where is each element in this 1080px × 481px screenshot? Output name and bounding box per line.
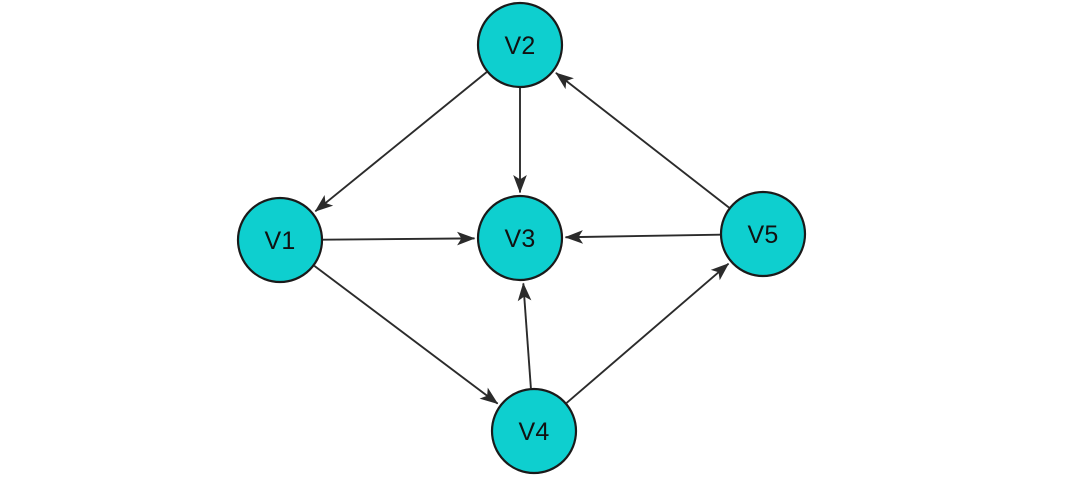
graph-edge-v2-to-v1 (314, 71, 488, 213)
graph-node-v5[interactable]: V5 (719, 190, 807, 278)
node-circle-v1[interactable] (236, 196, 324, 284)
graph-node-v2[interactable]: V2 (476, 1, 564, 89)
graph-node-v4[interactable]: V4 (490, 387, 578, 475)
node-circle-v2[interactable] (476, 1, 564, 89)
node-circle-v5[interactable] (719, 190, 807, 278)
node-circle-v4[interactable] (490, 387, 578, 475)
graph-edge-v4-to-v3 (517, 282, 532, 389)
graph-edge-v1-to-v3 (322, 231, 476, 246)
graph-node-v3[interactable]: V3 (476, 194, 564, 282)
graph-edge-v5-to-v3 (564, 230, 721, 244)
edges-layer (313, 71, 730, 405)
graph-node-v1[interactable]: V1 (236, 196, 324, 284)
graph-edge-v4-to-v5 (565, 262, 730, 404)
graph-edge-v5-to-v2 (555, 72, 730, 209)
graph-edge-v1-to-v4 (313, 265, 499, 405)
node-circle-v3[interactable] (476, 194, 564, 282)
